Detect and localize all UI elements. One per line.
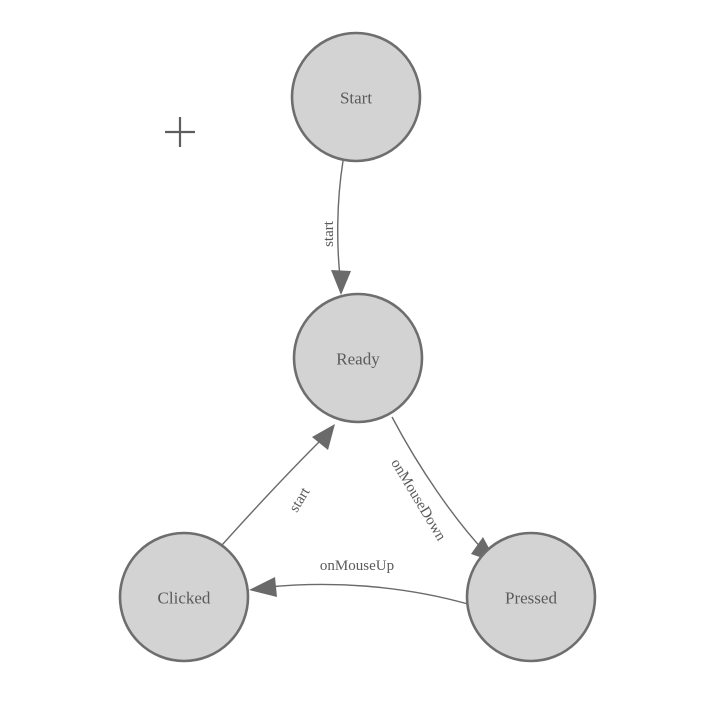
node-label-ready: Ready [336, 350, 380, 369]
node-circle-ready [292, 292, 424, 424]
edge-path-start-to-ready [337, 160, 344, 278]
node-label-pressed: Pressed [505, 589, 557, 608]
node-circle-pressed [465, 531, 597, 663]
edge-start-to-ready[interactable]: start [321, 160, 351, 295]
node-ready[interactable]: Ready [292, 292, 424, 424]
arrowhead-into-ready-from-start [331, 270, 351, 295]
edge-label-start-return: start [286, 484, 313, 515]
node-label-start: Start [340, 89, 372, 108]
node-pressed[interactable]: Pressed [465, 531, 597, 663]
edge-label-onmouseup: onMouseUp [320, 558, 394, 574]
node-circle-clicked [118, 531, 250, 663]
node-circle-start [290, 31, 422, 163]
edge-ready-to-pressed[interactable]: onMouseDown [387, 416, 497, 563]
crosshair-icon[interactable] [165, 117, 195, 147]
edge-pressed-to-clicked[interactable]: onMouseUp [249, 558, 469, 605]
node-clicked[interactable]: Clicked [118, 531, 250, 663]
node-label-clicked: Clicked [158, 589, 211, 608]
edge-path-pressed-to-clicked [267, 583, 469, 605]
edge-label-onmousedown: onMouseDown [387, 456, 449, 544]
node-start[interactable]: Start [290, 31, 422, 163]
arrowhead-into-clicked [249, 577, 277, 597]
edge-label-start: start [321, 220, 337, 247]
arrowhead-into-ready-from-clicked [312, 424, 335, 450]
edge-path-ready-to-pressed [391, 416, 486, 553]
edge-clicked-to-ready[interactable]: start [221, 424, 335, 546]
edge-path-clicked-to-ready [221, 440, 321, 546]
